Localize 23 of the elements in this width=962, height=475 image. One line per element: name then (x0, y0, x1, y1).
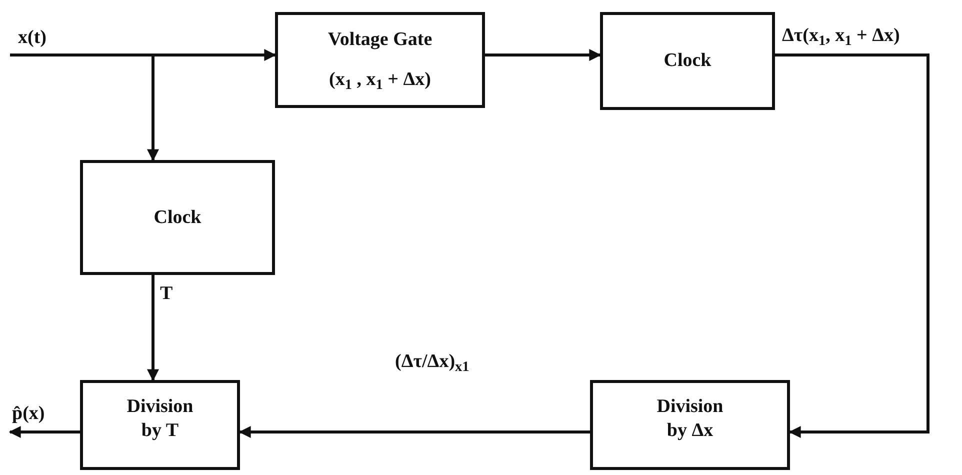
process-box (600, 12, 775, 110)
box-label: Division by T (126, 395, 194, 442)
process-box (80, 160, 275, 275)
arrow (775, 54, 930, 438)
box-label: Clock (154, 206, 202, 230)
arrow (147, 275, 159, 382)
process-box (275, 12, 485, 108)
box-label: Division by Δx (656, 395, 724, 442)
arrow (147, 55, 159, 162)
process-box (590, 380, 790, 470)
box-label: Clock (664, 49, 712, 73)
edge-label: Δτ(x$_{1}$, x$_{1}$ + Δx) (782, 24, 900, 48)
box-label: (x$_{1}$ , x$_{1}$ + Δx) (329, 68, 431, 92)
edge-label: T (160, 282, 173, 306)
arrow (238, 426, 590, 438)
arrow (8, 426, 80, 438)
arrow (10, 49, 276, 61)
box-label: Voltage Gate (328, 28, 432, 52)
edge-label: p̂(x) (12, 402, 45, 426)
edge-label: (Δτ/Δx)$_{x1}$ (395, 350, 470, 374)
arrow (485, 49, 602, 61)
edge-label: x(t) (18, 26, 46, 50)
process-box (80, 380, 240, 470)
